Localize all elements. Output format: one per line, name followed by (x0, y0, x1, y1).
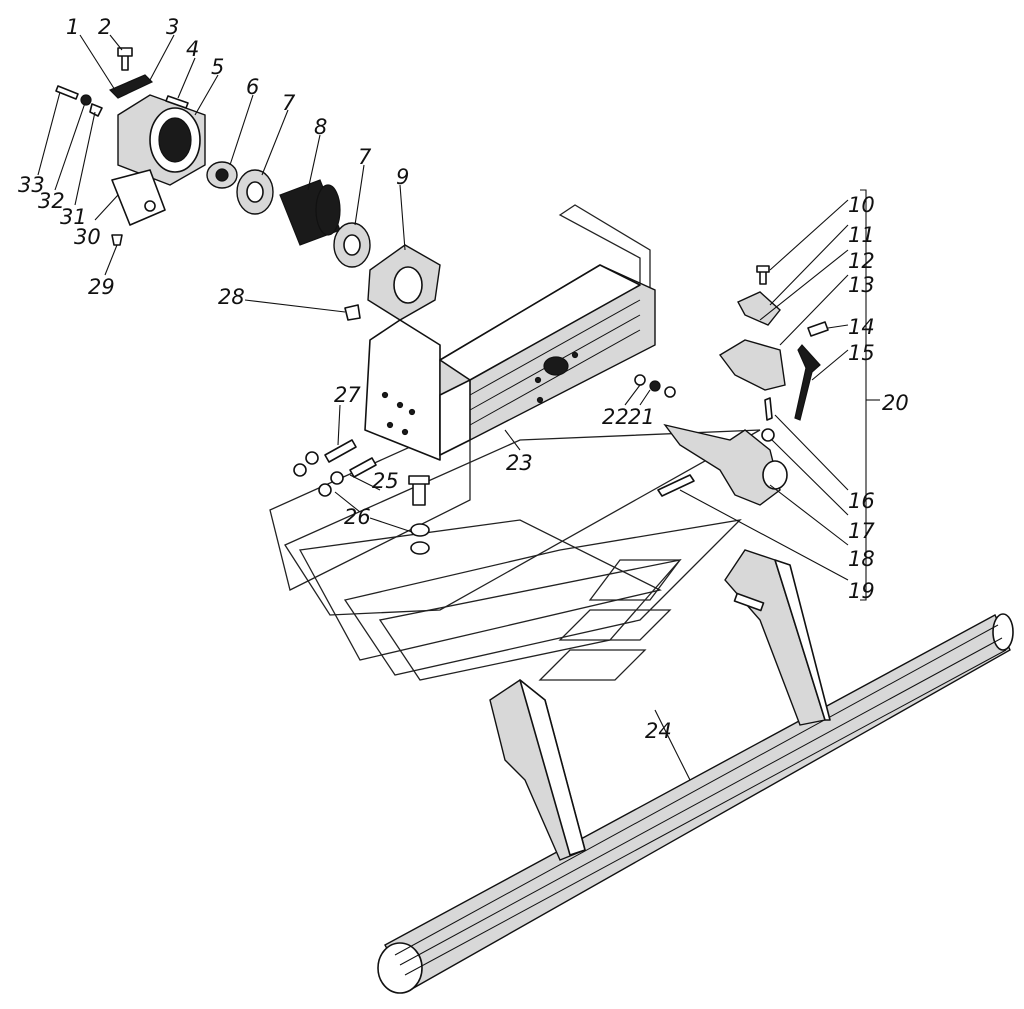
callout-17: 17 (848, 519, 875, 543)
callout-24: 24 (645, 719, 672, 743)
callout-19: 19 (848, 579, 875, 603)
callout-13: 13 (848, 273, 875, 297)
mounting-fasteners (293, 439, 430, 555)
callout-22: 22 (602, 405, 629, 429)
callout-6: 6 (246, 75, 259, 99)
callout-29: 29 (88, 275, 115, 299)
callout-20: 20 (882, 391, 909, 415)
callout-8: 8 (314, 115, 327, 139)
callout-21: 21 (628, 405, 655, 429)
callout-32: 32 (38, 189, 65, 213)
callout-26: 26 (344, 505, 371, 529)
callout-14: 14 (848, 315, 875, 339)
callout-5: 5 (211, 55, 224, 79)
callout-4: 4 (186, 37, 199, 61)
pivot-assembly (55, 47, 441, 321)
callout-25: 25 (372, 469, 399, 493)
callout-16: 16 (848, 489, 875, 513)
cross-member (364, 264, 656, 461)
callout-31: 31 (60, 205, 87, 229)
callout-10: 10 (848, 193, 875, 217)
callout-7a: 7 (282, 91, 296, 115)
callout-18: 18 (848, 547, 875, 571)
callout-15: 15 (848, 341, 875, 365)
callout-1: 1 (66, 15, 79, 39)
towing-hook-assembly (634, 265, 829, 506)
callout-7b: 7 (358, 145, 372, 169)
leader-lines (37, 34, 880, 781)
rear-bumper-tube (377, 549, 1014, 994)
callout-23: 23 (506, 451, 533, 475)
callout-3: 3 (166, 15, 179, 39)
callout-33: 33 (18, 173, 45, 197)
callout-28: 28 (218, 285, 245, 309)
callout-11: 11 (848, 223, 875, 247)
callout-9: 9 (396, 165, 409, 189)
callout-2: 2 (98, 15, 111, 39)
callout-labels: 1 2 3 4 5 6 7 8 7 9 10 11 12 13 14 15 16… (18, 15, 909, 743)
callout-12: 12 (848, 249, 875, 273)
callout-27: 27 (334, 383, 361, 407)
callout-30: 30 (74, 225, 101, 249)
